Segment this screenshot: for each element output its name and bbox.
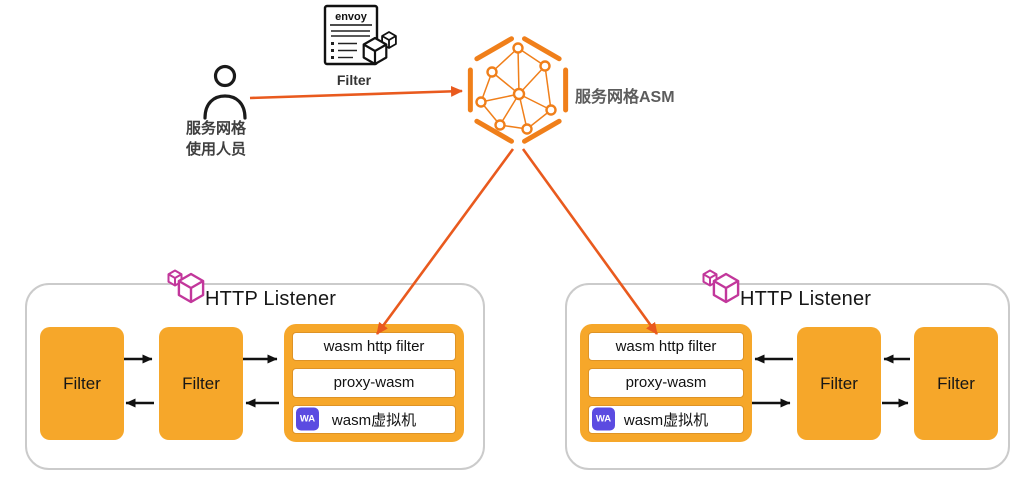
filter-box-label: Filter (63, 373, 101, 393)
proxy-wasm-row: proxy-wasm (292, 368, 456, 398)
listener-title: HTTP Listener (740, 288, 872, 310)
wasm-http-filter-label: wasm http filter (615, 338, 717, 356)
wasm-vm-label: wasm虚拟机 (623, 411, 709, 429)
proxy-wasm-label: proxy-wasm (625, 374, 707, 392)
user-label-line2: 使用人员 (186, 141, 247, 158)
filter-box-label: Filter (937, 373, 975, 393)
wasm-http-filter-row: wasm http filter (292, 332, 456, 362)
envoy-config-document-icon: envoy (323, 4, 397, 66)
user-label: 服务网格 使用人员 (186, 118, 246, 160)
wasm-vm-row: WA wasm虚拟机 (588, 404, 744, 434)
filter-box: Filter (40, 327, 124, 440)
filter-box: Filter (159, 327, 243, 440)
filter-box: Filter (914, 327, 998, 440)
wasm-http-filter-row: wasm http filter (588, 332, 744, 362)
user-to-asm-arrow (249, 85, 463, 100)
proxy-wasm-row: proxy-wasm (588, 368, 744, 398)
mesh-graph-nodes (475, 42, 557, 135)
http-listener-panel-left: HTTP Listener Filter Filter wasm http fi… (25, 269, 485, 470)
listener-cube-icon (702, 269, 740, 304)
wasm-vm-label: wasm虚拟机 (331, 411, 417, 429)
filter-box-label: Filter (820, 373, 858, 393)
http-listener-panel-right: HTTP Listener wasm http filter proxy-was… (565, 269, 1010, 470)
wasm-badge-icon: WA (296, 407, 319, 431)
wasm-module-cube-icon (362, 36, 388, 66)
filter-box-label: Filter (182, 373, 220, 393)
wasm-filter-stack: wasm http filter proxy-wasm WA wasm虚拟机 (580, 324, 752, 442)
listener-cube-icon (167, 269, 205, 304)
user-icon (203, 64, 247, 120)
wasm-vm-row: WA wasm虚拟机 (292, 404, 456, 434)
mesh-graph-edges (480, 47, 552, 130)
user-label-line1: 服务网格 (186, 120, 247, 137)
listener-title: HTTP Listener (205, 288, 337, 310)
wasm-badge-icon: WA (592, 407, 615, 431)
envoy-doc-title: envoy (335, 11, 368, 23)
asm-label: 服务网格ASM (575, 89, 675, 106)
wasm-http-filter-label: wasm http filter (323, 338, 425, 356)
filter-box: Filter (797, 327, 881, 440)
envoy-filter-label: Filter (336, 72, 372, 88)
wasm-filter-stack: wasm http filter proxy-wasm WA wasm虚拟机 (284, 324, 464, 442)
asm-service-mesh-icon (467, 32, 569, 148)
proxy-wasm-label: proxy-wasm (333, 374, 415, 392)
